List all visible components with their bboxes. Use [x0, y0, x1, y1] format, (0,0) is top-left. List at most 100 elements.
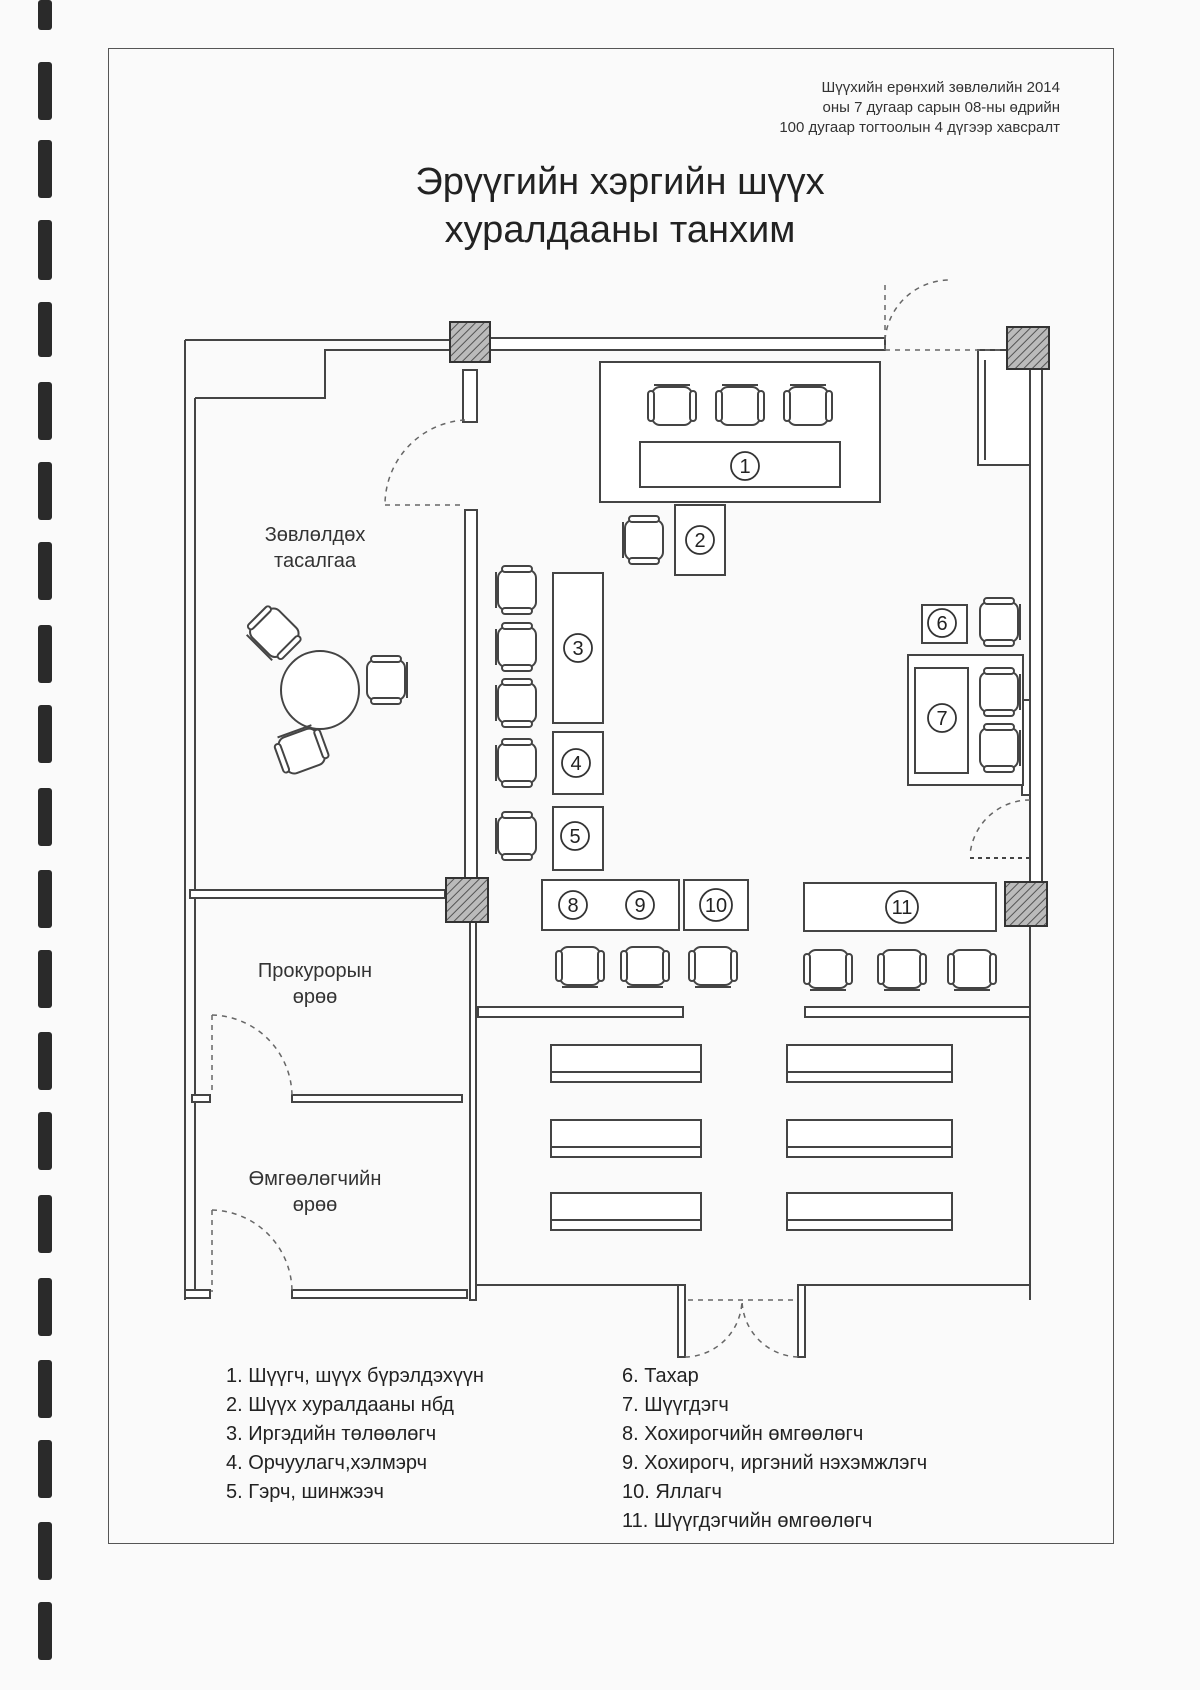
- binding-mark: [38, 542, 52, 600]
- defender-room-label: Өмгөөлөгчийн өрөө: [230, 1166, 400, 1218]
- marker-label: 6: [936, 613, 947, 635]
- gallery-bench: [786, 1044, 953, 1083]
- decree-note: Шүүхийн ерөнхий зөвлөлийн 2014 оны 7 дуг…: [660, 78, 1060, 138]
- chair: [620, 946, 670, 988]
- binding-mark: [38, 1195, 52, 1253]
- binding-mark: [38, 1360, 52, 1418]
- legend-right: 6. Тахар 7. Шүүгдэгч 8. Хохирогчийн өмгө…: [622, 1362, 927, 1536]
- binding-mark: [38, 788, 52, 846]
- column: [445, 877, 489, 923]
- binding-mark: [38, 220, 52, 280]
- title-line: хуралдааны танхим: [444, 209, 796, 251]
- door-swing: [684, 1299, 743, 1358]
- binding-mark: [38, 0, 52, 30]
- gallery-bench: [550, 1119, 702, 1158]
- room-label-line: Зөвлөлдөх: [264, 524, 366, 546]
- chair: [495, 565, 537, 615]
- meeting-table: [280, 650, 360, 730]
- decree-line: 100 дугаар тогтоолын 4 дүгээр хавсралт: [779, 119, 1060, 136]
- legend-item: 9. Хохирогч, иргэний нэхэмжлэгч: [622, 1452, 928, 1474]
- marker-5: 5: [560, 821, 590, 851]
- legend-item: 6. Тахар: [622, 1365, 699, 1387]
- gallery-bench: [786, 1119, 953, 1158]
- chair: [715, 384, 765, 426]
- decree-line: оны 7 дугаар сарын 08-ны өдрийн: [822, 99, 1060, 116]
- chair: [647, 384, 697, 426]
- chair: [495, 738, 537, 788]
- column: [1006, 326, 1050, 370]
- binding-mark: [38, 1032, 52, 1090]
- rail-left: [477, 1006, 684, 1018]
- chair: [555, 946, 605, 988]
- legend-item: 5. Гэрч, шинжээч: [226, 1481, 384, 1503]
- chair: [688, 946, 738, 988]
- title-line: Эрүүгийн хэргийн шүүх: [415, 161, 825, 203]
- page-frame: [108, 48, 1114, 1544]
- marker-4: 4: [561, 748, 591, 778]
- binding-mark: [38, 462, 52, 520]
- marker-label: 2: [694, 530, 705, 552]
- marker-label: 7: [936, 708, 947, 730]
- decree-line: Шүүхийн ерөнхий зөвлөлийн 2014: [821, 79, 1060, 96]
- marker-11: 11: [885, 890, 919, 924]
- chair: [979, 597, 1021, 647]
- marker-label: 8: [567, 895, 578, 917]
- binding-mark: [38, 870, 52, 928]
- door-jamb: [797, 1284, 806, 1358]
- wall-top-band: [489, 337, 886, 351]
- room-label-line: Өмгөөлөгчийн: [248, 1168, 382, 1190]
- gallery-bench: [786, 1192, 953, 1231]
- chair: [622, 515, 664, 565]
- binding-mark: [38, 1440, 52, 1498]
- marker-2: 2: [685, 525, 715, 555]
- binding-mark: [38, 302, 52, 357]
- marker-6: 6: [927, 608, 957, 638]
- wall-partition-top: [462, 369, 478, 423]
- legend-item: 1. Шүүгч, шүүх бүрэлдэхүүн: [226, 1365, 484, 1387]
- door-swing: [384, 419, 466, 506]
- wall-offices-divider: [291, 1094, 463, 1103]
- chair: [495, 622, 537, 672]
- council-room-label: Зөвлөлдөх тасалгаа: [240, 522, 390, 574]
- marker-8: 8: [558, 890, 588, 920]
- chair: [877, 949, 927, 991]
- binding-mark: [38, 62, 52, 120]
- legend-item: 4. Орчуулагч,хэлмэрч: [226, 1452, 428, 1474]
- column: [449, 321, 491, 363]
- chair: [495, 811, 537, 861]
- wall-bottom-offices: [291, 1289, 468, 1299]
- binding-mark: [38, 625, 52, 683]
- gallery-bench: [550, 1192, 702, 1231]
- wall-partition: [464, 509, 478, 886]
- prosecutor-room-label: Прокурорын өрөө: [240, 958, 390, 1010]
- legend-item: 3. Иргэдийн төлөөлөгч: [226, 1423, 437, 1445]
- binding-mark: [38, 140, 52, 198]
- wall-bottom-left: [184, 1289, 211, 1299]
- legend-left: 1. Шүүгч, шүүх бүрэлдэхүүн 2. Шүүх хурал…: [226, 1362, 484, 1507]
- legend-item: 11. Шүүгдэгчийн өмгөөлөгч: [622, 1510, 873, 1532]
- binding-mark: [38, 382, 52, 440]
- room-label-line: Прокурорын: [257, 960, 373, 982]
- marker-label: 11: [892, 897, 913, 919]
- door-swing: [884, 279, 951, 351]
- marker-3: 3: [563, 633, 593, 663]
- door-swing: [969, 799, 1031, 856]
- chair: [495, 678, 537, 728]
- door-swing: [211, 1014, 293, 1096]
- marker-label: 3: [572, 638, 583, 660]
- legend-item: 8. Хохирогчийн өмгөөлөгч: [622, 1423, 864, 1445]
- chair: [979, 723, 1021, 773]
- chair: [803, 949, 853, 991]
- marker-10: 10: [699, 888, 733, 922]
- door-swing: [211, 1209, 293, 1293]
- chair: [783, 384, 833, 426]
- chair: [246, 605, 302, 661]
- page-title: Эрүүгийн хэргийн шүүх хуралдааны танхим: [340, 158, 900, 254]
- room-label-line: өрөө: [292, 986, 338, 1008]
- marker-9: 9: [625, 890, 655, 920]
- binding-mark: [38, 1112, 52, 1170]
- binding-mark: [38, 950, 52, 1008]
- door-jamb: [677, 1284, 686, 1358]
- legend-item: 2. Шүүх хуралдааны нбд: [226, 1394, 454, 1416]
- marker-7: 7: [927, 703, 957, 733]
